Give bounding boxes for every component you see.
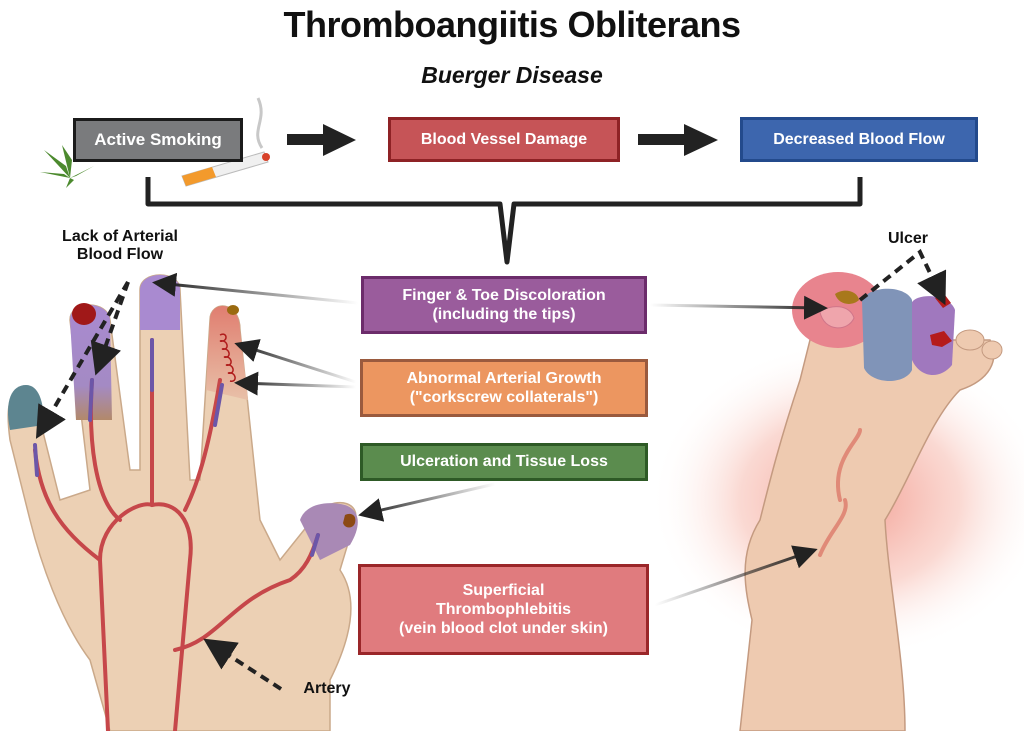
- flow-arrow-1: [287, 124, 356, 156]
- cigarette-icon: [181, 97, 270, 187]
- label-ulcer: Ulcer: [887, 230, 929, 247]
- flow-arrow-2: [638, 124, 718, 156]
- cannabis-leaf-icon: [40, 145, 94, 188]
- symptom-line: ("corkscrew collaterals"): [409, 389, 599, 406]
- label-lack-of-arterial-flow: Lack of Arterial Blood Flow: [40, 228, 200, 265]
- symptom-line: Superficial: [462, 581, 545, 599]
- symptom-thrombophlebitis: Superficial Thrombophlebitis (vein blood…: [358, 564, 649, 655]
- diagram-subtitle: Buerger Disease: [421, 62, 603, 88]
- symptom-line: (including the tips): [432, 306, 576, 323]
- label-line: Blood Flow: [76, 246, 164, 264]
- symptom-line: Thrombophlebitis: [435, 600, 572, 618]
- dashed-pointers: [35, 248, 947, 691]
- step-decreased-blood-flow: Decreased Blood Flow: [740, 117, 978, 162]
- symptom-discoloration: Finger & Toe Discoloration (including th…: [361, 276, 647, 334]
- symptom-line: Abnormal Arterial Growth: [406, 369, 602, 387]
- label-line: Lack of Arterial: [62, 228, 178, 245]
- step-label: Active Smoking: [94, 129, 222, 149]
- symptom-line: (vein blood clot under skin): [399, 620, 608, 638]
- step-label: Decreased Blood Flow: [773, 130, 945, 148]
- symptom-ulceration: Ulceration and Tissue Loss: [360, 443, 648, 481]
- hand-illustration: [7, 274, 358, 731]
- step-active-smoking: Active Smoking: [73, 118, 243, 162]
- leader-arrows: [152, 272, 828, 607]
- symptom-line: Finger & Toe Discoloration: [402, 286, 606, 304]
- diagram-title: Thromboangiitis Obliterans: [283, 4, 741, 45]
- label-artery: Artery: [303, 680, 351, 697]
- bracket-connector: [145, 177, 863, 265]
- foot-illustration: [739, 272, 1003, 731]
- symptom-line: Ulceration and Tissue Loss: [400, 453, 608, 471]
- step-label: Blood Vessel Damage: [420, 130, 588, 148]
- symptom-arterial-growth: Abnormal Arterial Growth ("corkscrew col…: [360, 359, 648, 417]
- step-blood-vessel-damage: Blood Vessel Damage: [388, 117, 620, 162]
